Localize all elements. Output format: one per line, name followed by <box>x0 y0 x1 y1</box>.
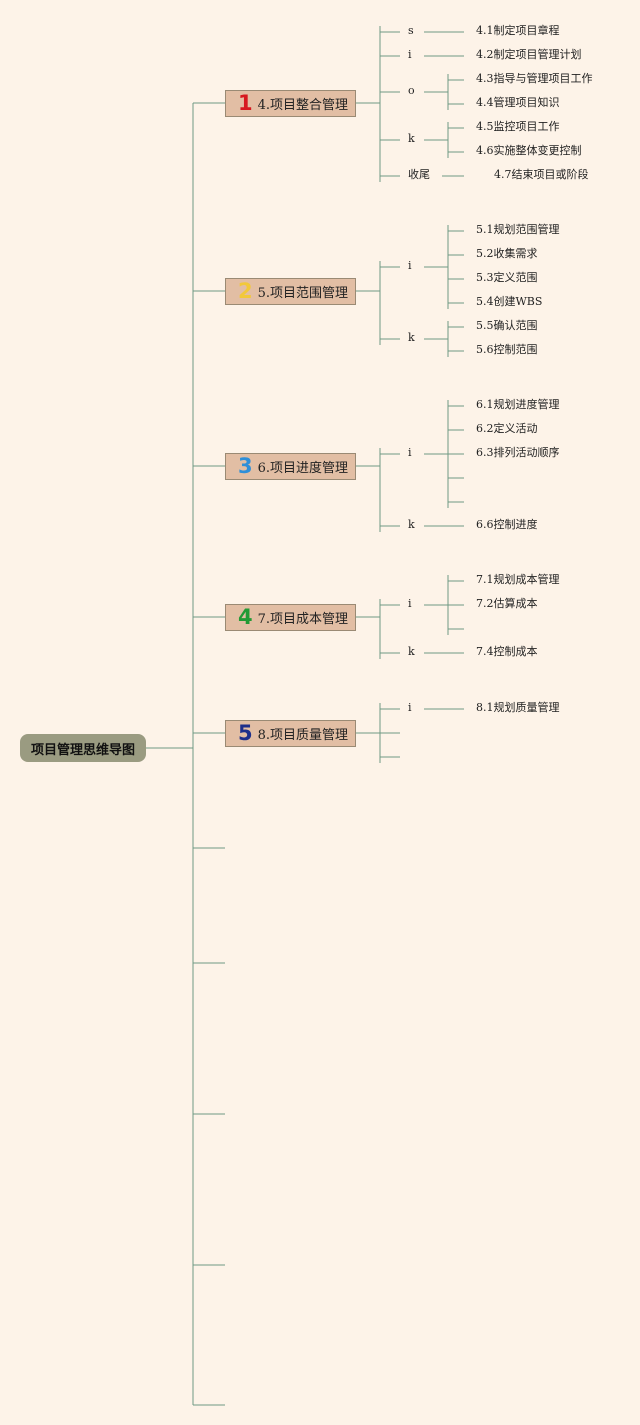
leaf-item[interactable]: 4.3指导与管理项目工作 <box>476 72 593 85</box>
phase-label[interactable]: k <box>408 331 415 344</box>
leaf-item[interactable]: 5.6控制范围 <box>476 343 538 356</box>
item-branch-line <box>447 345 464 352</box>
branch-number-icon: 3 <box>238 454 253 478</box>
leaf-item[interactable]: 5.5确认范围 <box>476 319 538 332</box>
phase-label[interactable]: s <box>408 24 414 37</box>
branch-node[interactable]: 1 4.项目整合管理 <box>225 90 356 117</box>
phase-branch-line <box>379 599 400 606</box>
phase-label[interactable]: i <box>408 446 412 459</box>
item-branch-line <box>447 400 464 407</box>
item-branch-line <box>447 623 464 630</box>
item-branch-line <box>447 122 464 129</box>
leaf-item[interactable]: 7.2估算成本 <box>476 597 538 610</box>
item-branch-line <box>447 146 464 153</box>
leaf-item[interactable]: 4.4管理项目知识 <box>476 96 560 109</box>
phase-label[interactable]: k <box>408 518 415 531</box>
leaf-item[interactable]: 5.1规划范围管理 <box>476 223 560 236</box>
root-node[interactable]: 项目管理思维导图 <box>20 734 146 762</box>
leaf-item[interactable]: 6.3排列活动顺序 <box>476 446 560 459</box>
branch-node[interactable]: 2 5.项目范围管理 <box>225 278 356 305</box>
branch-number-icon: 2 <box>238 279 253 303</box>
leaf-item[interactable]: 4.7结束项目或阶段 <box>494 168 589 181</box>
leaf-item[interactable]: 5.3定义范围 <box>476 271 538 284</box>
phase-branch-line <box>379 86 400 93</box>
branch-node[interactable]: 5 8.项目质量管理 <box>225 720 356 747</box>
item-branch-line <box>447 98 464 105</box>
leaf-item[interactable]: 8.1规划质量管理 <box>476 701 560 714</box>
leaf-item[interactable]: 4.2制定项目管理计划 <box>476 48 582 61</box>
phase-label[interactable]: i <box>408 259 412 272</box>
leaf-item[interactable]: 4.1制定项目章程 <box>476 24 560 37</box>
item-branch-line <box>447 496 464 503</box>
item-branch-line <box>447 599 464 606</box>
leaf-item[interactable]: 4.6实施整体变更控制 <box>476 144 582 157</box>
leaf-item[interactable]: 4.5监控项目工作 <box>476 120 560 133</box>
branch-number-icon: 1 <box>238 91 253 115</box>
item-branch-line <box>447 575 464 582</box>
phase-branch-line <box>379 134 400 141</box>
phase-branch-line <box>379 50 400 57</box>
phase-label[interactable]: 收尾 <box>408 168 430 181</box>
leaf-item[interactable]: 6.1规划进度管理 <box>476 398 560 411</box>
phase-label[interactable]: i <box>408 701 412 714</box>
leaf-item[interactable]: 6.6控制进度 <box>476 518 538 531</box>
phase-label[interactable]: i <box>408 597 412 610</box>
leaf-item[interactable]: 5.4创建WBS <box>476 295 543 308</box>
phase-branch-line <box>379 727 400 734</box>
item-branch-line <box>447 448 464 455</box>
phase-label[interactable]: o <box>408 84 415 97</box>
branch-number-icon: 4 <box>238 605 253 629</box>
item-branch-line <box>447 249 464 256</box>
phase-branch-line <box>379 261 400 268</box>
leaf-item[interactable]: 6.2定义活动 <box>476 422 538 435</box>
branch-title: 6.项目进度管理 <box>257 461 349 476</box>
leaf-item[interactable]: 5.2收集需求 <box>476 247 538 260</box>
branch-node[interactable]: 3 6.项目进度管理 <box>225 453 356 480</box>
branch-title: 4.项目整合管理 <box>257 98 349 113</box>
phase-branch-line <box>379 170 400 177</box>
phase-branch-line <box>379 520 400 527</box>
phase-branch-line <box>379 647 400 654</box>
phase-label[interactable]: k <box>408 132 415 145</box>
item-branch-line <box>447 424 464 431</box>
item-branch-line <box>447 273 464 280</box>
phase-branch-line <box>379 26 400 33</box>
phase-branch-line <box>379 703 400 710</box>
item-branch-line <box>447 74 464 81</box>
leaf-item[interactable]: 7.1规划成本管理 <box>476 573 560 586</box>
item-branch-line <box>447 472 464 479</box>
item-branch-line <box>447 321 464 328</box>
leaf-item[interactable]: 7.4控制成本 <box>476 645 538 658</box>
branch-title: 5.项目范围管理 <box>257 286 349 301</box>
item-branch-line <box>447 297 464 304</box>
phase-branch-line <box>379 448 400 455</box>
item-branch-line <box>447 225 464 232</box>
phase-label[interactable]: k <box>408 645 415 658</box>
branch-number-icon: 5 <box>238 721 253 745</box>
phase-label[interactable]: i <box>408 48 412 61</box>
branch-node[interactable]: 4 7.项目成本管理 <box>225 604 356 631</box>
phase-branch-line <box>379 333 400 340</box>
branch-title: 8.项目质量管理 <box>257 728 349 743</box>
phase-branch-line <box>379 751 400 758</box>
branch-title: 7.项目成本管理 <box>257 612 349 627</box>
